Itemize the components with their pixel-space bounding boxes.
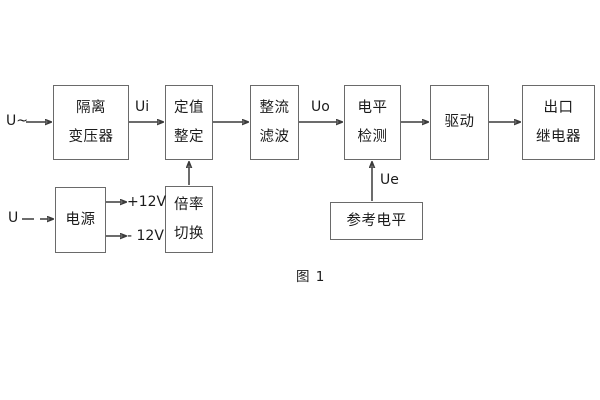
- block-reference-level[interactable]: 参考电平: [330, 202, 423, 240]
- block-line: 检测: [357, 128, 388, 145]
- block-line: 滤波: [259, 128, 290, 145]
- block-line: 参考电平: [346, 212, 407, 229]
- block-line: 整流: [259, 100, 290, 116]
- block-line: 出口: [543, 100, 574, 116]
- label-rail-positive: +12V: [127, 194, 167, 210]
- figure-caption: 图 1: [296, 269, 326, 285]
- block-rectify-filter[interactable]: 整流 滤波: [250, 85, 299, 160]
- block-line: 电平: [357, 100, 388, 116]
- block-drive[interactable]: 驱动: [430, 85, 489, 160]
- block-setting-value[interactable]: 定值 整定: [165, 85, 213, 160]
- label-input-dc: U: [8, 210, 19, 226]
- block-output-relay[interactable]: 出口 继电器: [522, 85, 595, 160]
- block-line: 驱动: [444, 114, 475, 131]
- block-ratio-switch[interactable]: 倍率 切换: [165, 186, 213, 253]
- label-signal-ui: Ui: [135, 99, 150, 115]
- label-signal-uo: Uo: [311, 99, 330, 115]
- block-line: 电源: [65, 211, 96, 228]
- label-rail-negative: - 12V: [127, 228, 164, 244]
- label-input-ac: U~: [6, 113, 28, 129]
- block-level-detection[interactable]: 电平 检测: [344, 85, 401, 160]
- block-line: 整定: [174, 128, 204, 145]
- label-signal-ue: Ue: [380, 172, 399, 188]
- block-line: 切换: [174, 225, 204, 242]
- block-line: 继电器: [536, 128, 581, 145]
- block-line: 定值: [174, 100, 204, 116]
- block-isolation-transformer[interactable]: 隔离 变压器: [53, 85, 129, 160]
- block-line: 隔离: [76, 100, 106, 116]
- block-line: 变压器: [68, 128, 114, 145]
- block-power-supply[interactable]: 电源: [55, 187, 106, 253]
- block-line: 倍率: [174, 197, 204, 213]
